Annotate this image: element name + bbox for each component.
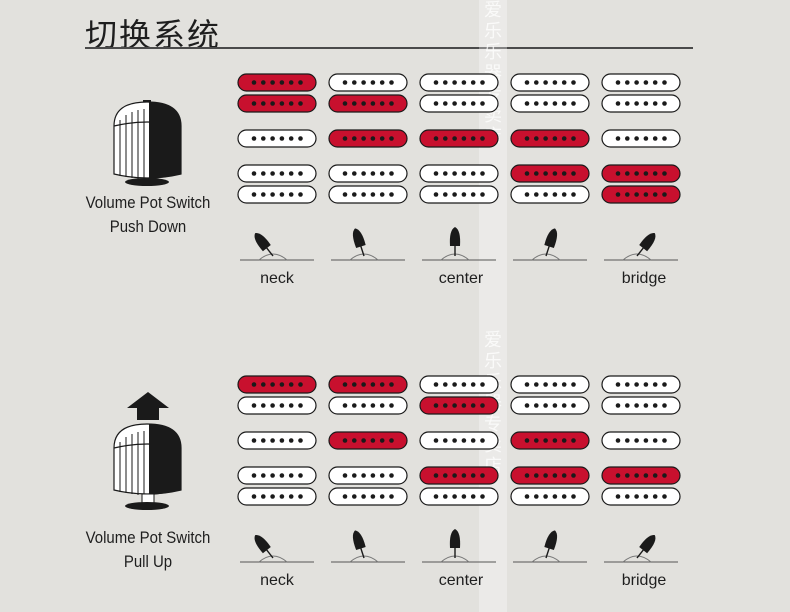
pickup-coil-neck-top (419, 375, 499, 394)
toggle-switch-icon (604, 535, 678, 563)
pickup-coil-middle (237, 129, 317, 148)
pickup-coil-neck-bottom (237, 396, 317, 415)
pickup-coil-neck-bottom (510, 396, 590, 415)
page-title: 切换系统 (85, 16, 222, 54)
pickup-coil-bridge-top (419, 164, 499, 183)
pickup-coil-bridge-top (328, 164, 408, 183)
pickup-coil-bridge-top (601, 164, 681, 183)
pickup-coil-neck-bottom (601, 94, 681, 113)
knob-label-line2: Push Down (109, 217, 187, 236)
knob-label-line2: Pull Up (123, 552, 173, 571)
pickup-coil-bridge-top (510, 164, 590, 183)
pickup-coil-bridge-bottom (328, 487, 408, 506)
pickup-coil-neck-top (237, 73, 317, 92)
pickup-coil-bridge-bottom (601, 487, 681, 506)
pickup-coil-neck-top (328, 73, 408, 92)
position-label-bridge: bridge (621, 270, 667, 287)
position-label-center: center (438, 572, 484, 589)
pickup-coil-middle (510, 129, 590, 148)
toggle-switch-icon (422, 529, 496, 563)
toggle-switch-icon (604, 233, 678, 261)
pickup-coil-neck-top (328, 375, 408, 394)
pickup-coil-neck-top (601, 73, 681, 92)
pickup-coil-neck-top (237, 375, 317, 394)
title-divider (85, 47, 693, 49)
pickup-coil-bridge-bottom (237, 185, 317, 204)
toggle-switch-icon (513, 228, 587, 261)
pickup-coil-bridge-bottom (419, 185, 499, 204)
pickup-coil-bridge-top (601, 466, 681, 485)
pickup-coil-middle (328, 431, 408, 450)
pickup-coil-bridge-top (510, 466, 590, 485)
knob-label-pull-up: Volume Pot Switch Pull Up (69, 526, 227, 574)
pickup-coil-bridge-bottom (237, 487, 317, 506)
arrow-up-icon (127, 392, 169, 420)
toggle-switch-icon (422, 227, 496, 261)
pickup-coil-neck-bottom (419, 94, 499, 113)
pickup-coil-neck-bottom (601, 396, 681, 415)
pickup-coil-bridge-bottom (510, 487, 590, 506)
pickup-coil-bridge-bottom (328, 185, 408, 204)
knob-label-line1: Volume Pot Switch (85, 528, 211, 547)
toggle-switch-icon (331, 530, 405, 563)
pickup-grid-pull-up (237, 375, 681, 563)
pickup-coil-neck-bottom (328, 396, 408, 415)
position-label-neck: neck (260, 270, 294, 287)
pickup-coil-neck-bottom (237, 94, 317, 113)
toggle-switch-icon (240, 233, 314, 261)
knob-push-down-icon (113, 100, 182, 186)
knob-label-push-down: Volume Pot Switch Push Down (69, 191, 227, 239)
pickup-coil-neck-bottom (510, 94, 590, 113)
pickup-coil-middle (419, 431, 499, 450)
pickup-coil-bridge-bottom (510, 185, 590, 204)
toggle-switch-icon (513, 530, 587, 563)
pickup-coil-middle (510, 431, 590, 450)
toggle-switch-icon (240, 535, 314, 563)
pickup-coil-neck-top (419, 73, 499, 92)
pickup-coil-bridge-top (419, 466, 499, 485)
pickup-grid-push-down (237, 73, 681, 261)
pickup-coil-middle (419, 129, 499, 148)
pickup-coil-neck-top (601, 375, 681, 394)
toggle-switch-icon (331, 228, 405, 261)
position-label-center: center (438, 270, 484, 287)
pickup-coil-bridge-top (237, 164, 317, 183)
pickup-coil-bridge-bottom (601, 185, 681, 204)
pickup-coil-bridge-bottom (419, 487, 499, 506)
pickup-coil-neck-bottom (328, 94, 408, 113)
pickup-coil-middle (601, 129, 681, 148)
pickup-coil-neck-bottom (419, 396, 499, 415)
pickup-coil-bridge-top (328, 466, 408, 485)
pickup-coil-bridge-top (237, 466, 317, 485)
knob-pull-up-icon (113, 392, 182, 510)
position-label-neck: neck (260, 572, 294, 589)
pickup-coil-neck-top (510, 73, 590, 92)
pickup-coil-middle (328, 129, 408, 148)
knob-label-line1: Volume Pot Switch (85, 193, 211, 212)
position-label-bridge: bridge (621, 572, 667, 589)
pickup-coil-middle (601, 431, 681, 450)
pickup-coil-neck-top (510, 375, 590, 394)
pickup-coil-middle (237, 431, 317, 450)
